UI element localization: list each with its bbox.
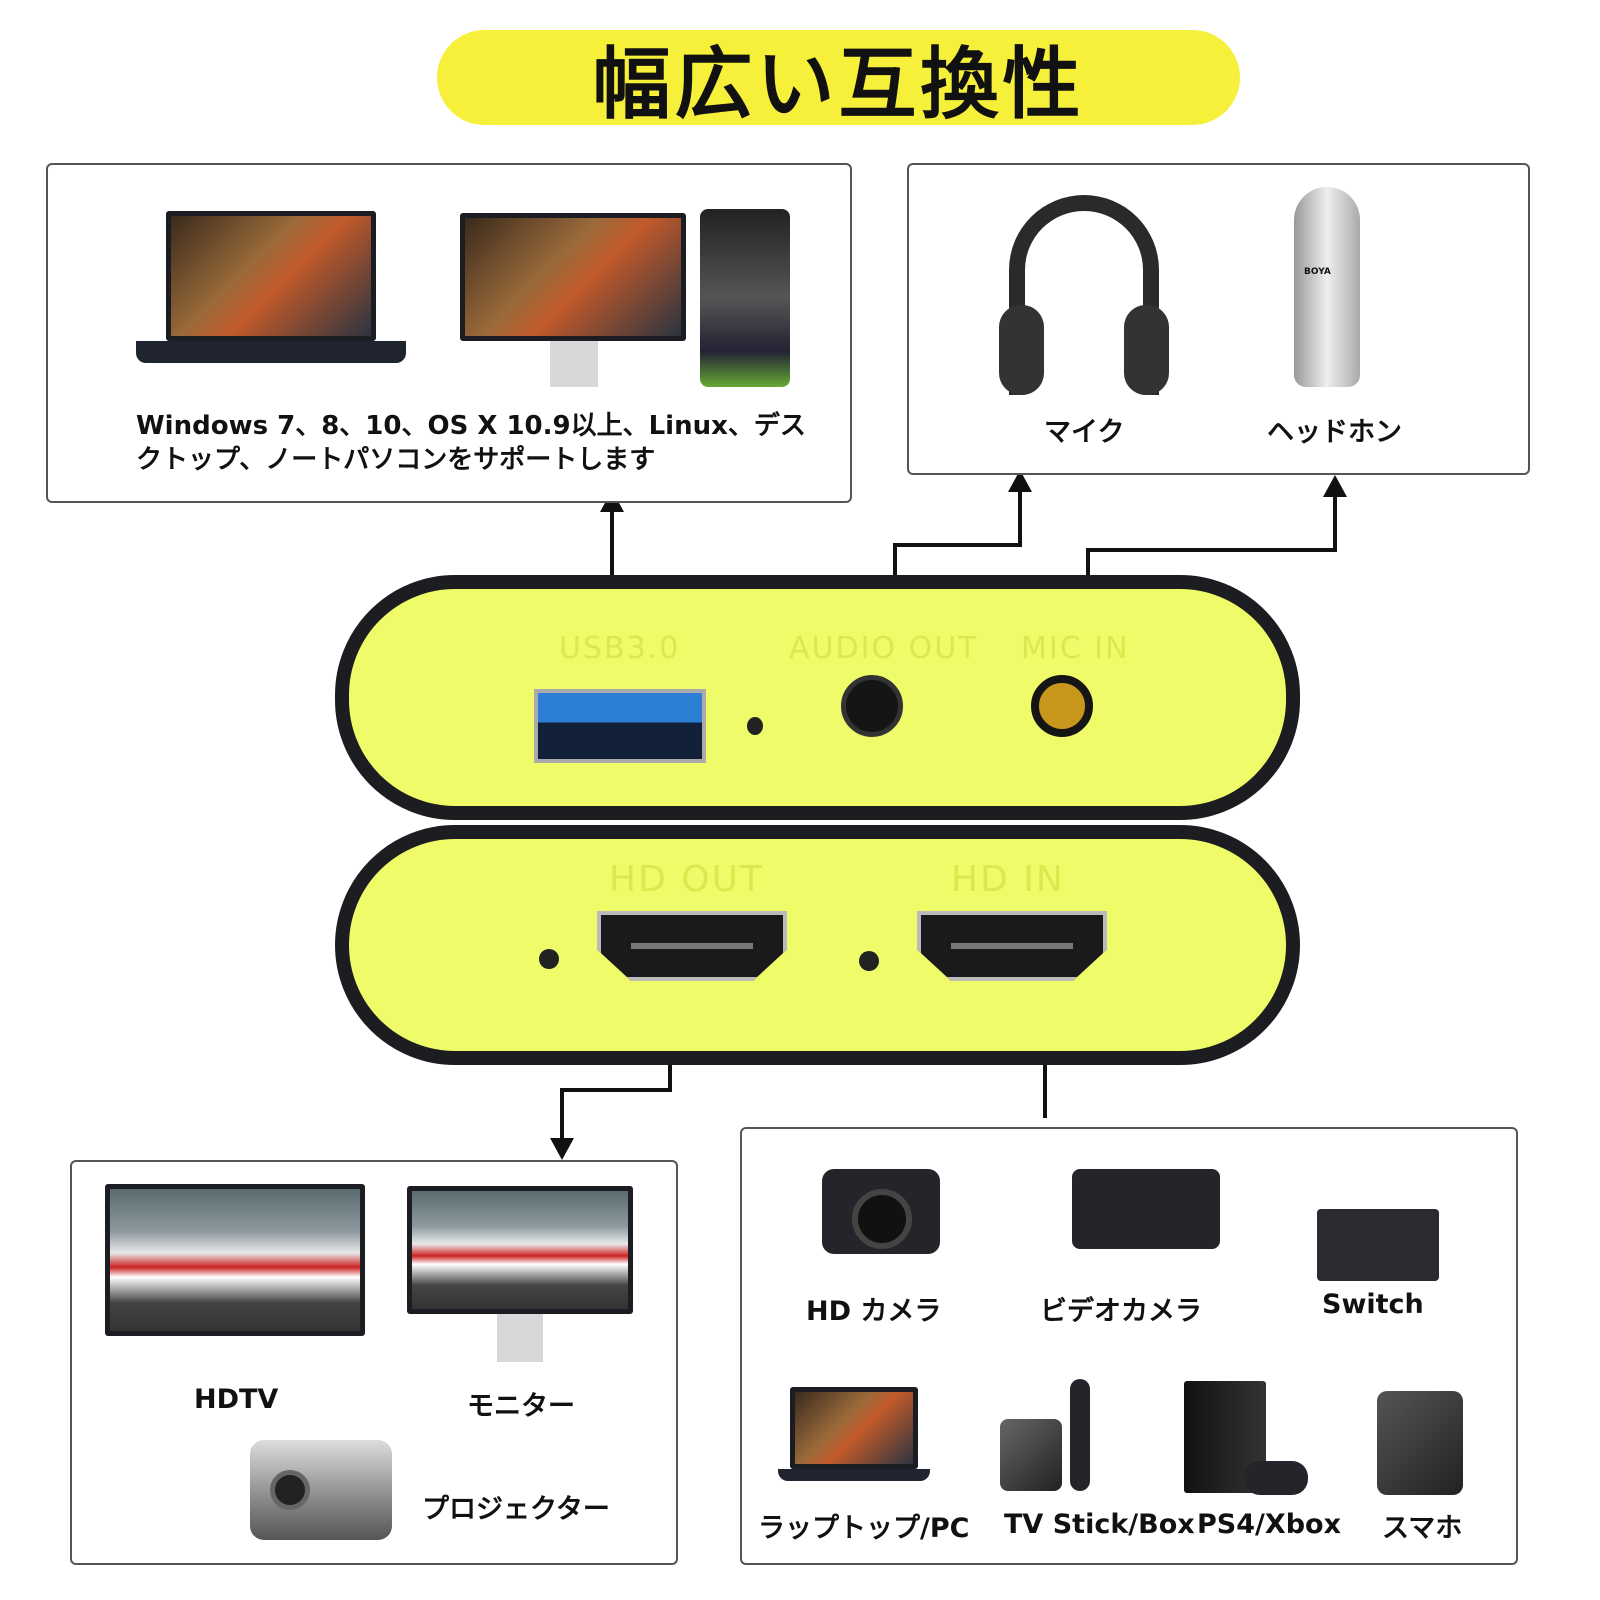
projector-lens: [270, 1470, 310, 1510]
microphone-label: ヘッドホン: [1267, 417, 1402, 448]
hd-camera-image: [822, 1169, 940, 1254]
remote-image: [1070, 1379, 1090, 1491]
laptop-image: [166, 211, 376, 341]
hd-out-label: HD OUT: [609, 859, 764, 900]
monitor-image: [407, 1186, 633, 1314]
switch-label: Switch: [1322, 1289, 1424, 1320]
desktop-tower-image: [700, 209, 790, 387]
headphone-label: マイク: [1044, 417, 1125, 448]
laptop-base: [136, 341, 406, 363]
smartphone-image: [1377, 1391, 1463, 1495]
hdmi-in-port: [917, 911, 1107, 981]
projector-image: [250, 1440, 392, 1540]
output-devices-box: HDTV モニター プロジェクター: [70, 1160, 678, 1565]
audio-out-arrow: [893, 490, 1022, 578]
computer-compatibility-box: Windows 7、8、10、OS X 10.9以上、Linux、デス クトップ…: [46, 163, 852, 503]
monitor-stand: [550, 341, 598, 387]
input-devices-box: HD カメラ ビデオカメラ Switch ラップトップ/PC TV Stick/…: [740, 1127, 1518, 1565]
led-indicator: [747, 717, 763, 735]
capture-device-bottom-panel: HD OUT HD IN: [335, 825, 1300, 1065]
controller-image: [1244, 1461, 1308, 1495]
tv-stick-box-image: [1000, 1419, 1062, 1491]
tv-stick-label: TV Stick/Box: [1004, 1509, 1195, 1540]
mic-in-arrow: [1086, 495, 1337, 595]
monitor-image: [460, 213, 686, 341]
mic-brand-label: BOYA: [1304, 267, 1331, 277]
video-camera-label: ビデオカメラ: [1040, 1296, 1202, 1327]
mic-in-label: MIC IN: [1021, 631, 1130, 666]
ps4-label: PS4/Xbox: [1197, 1509, 1341, 1540]
headphone-cup-left: [999, 305, 1044, 395]
led-indicator: [859, 951, 879, 971]
audio-out-jack: [841, 675, 903, 737]
led-indicator: [539, 949, 559, 969]
monitor-stand: [497, 1314, 543, 1362]
capture-device-top-panel: USB3.0 AUDIO OUT MIC IN: [335, 575, 1300, 820]
headphone-cup-right: [1124, 305, 1169, 395]
switch-image: [1317, 1209, 1439, 1281]
audio-out-label: AUDIO OUT: [789, 631, 979, 666]
usb-port: [534, 689, 706, 763]
microphone-image: BOYA: [1294, 187, 1360, 387]
audio-compatibility-box: BOYA マイク ヘッドホン: [907, 163, 1530, 475]
laptop-image: [790, 1387, 918, 1469]
projector-label: プロジェクター: [422, 1494, 610, 1525]
laptop-label: ラップトップ/PC: [758, 1513, 970, 1544]
os-support-caption-1: Windows 7、8、10、OS X 10.9以上、Linux、デス: [136, 411, 806, 441]
hdtv-label: HDTV: [194, 1384, 279, 1415]
mic-in-jack: [1031, 675, 1093, 737]
monitor-label: モニター: [467, 1391, 575, 1422]
smartphone-label: スマホ: [1382, 1513, 1463, 1544]
laptop-base: [778, 1469, 930, 1481]
hdmi-out-port: [597, 911, 787, 981]
hd-out-arrow: [560, 1060, 672, 1140]
usb-port-label: USB3.0: [559, 631, 681, 666]
os-support-caption-2: クトップ、ノートパソコンをサポートします: [136, 445, 656, 475]
video-camera-image: [1072, 1169, 1220, 1249]
hdtv-image: [105, 1184, 365, 1336]
hd-in-label: HD IN: [951, 859, 1065, 900]
camera-lens: [852, 1189, 912, 1249]
hd-camera-label: HD カメラ: [806, 1296, 942, 1327]
page-title: 幅広い互換性: [437, 30, 1240, 130]
